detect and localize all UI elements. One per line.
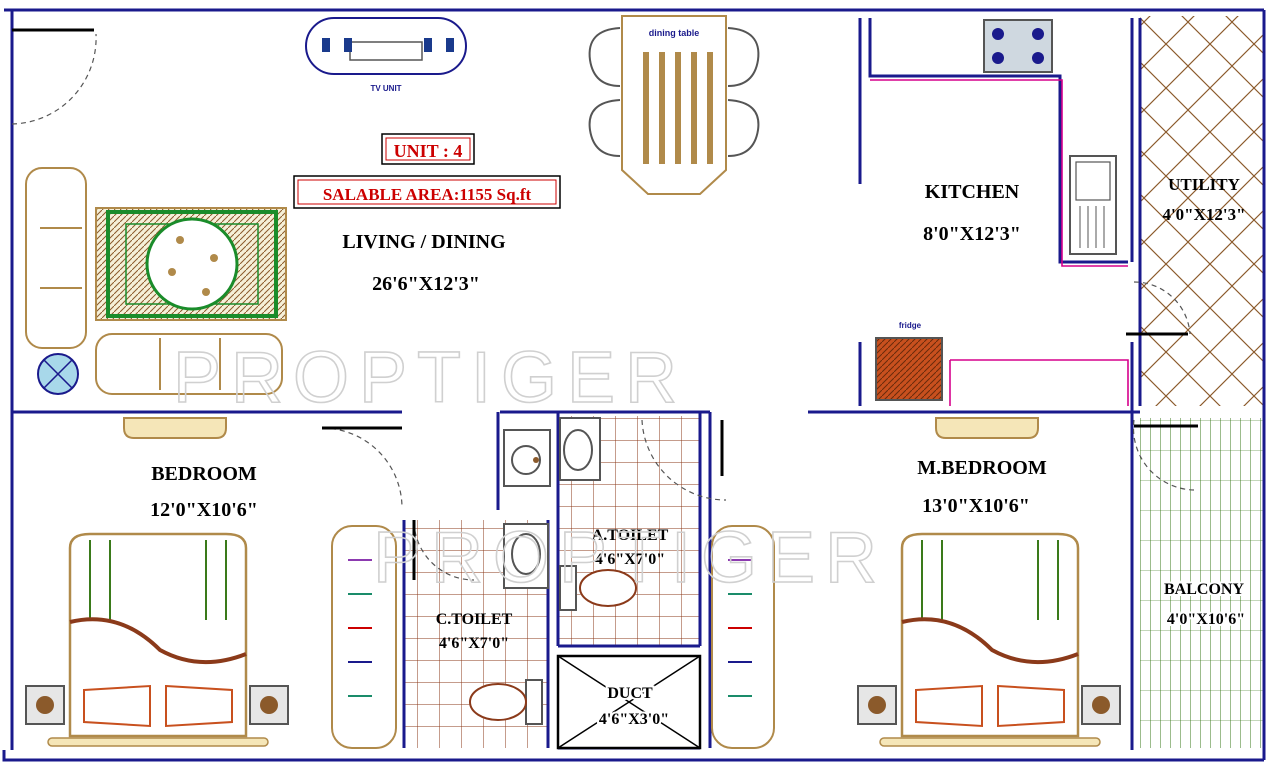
- tv-unit: TV UNIT: [305, 17, 467, 93]
- unit-label: UNIT : 4: [394, 141, 463, 161]
- fridge-label: fridge: [899, 321, 922, 330]
- carpet-rug: [95, 207, 287, 321]
- door-leaves: [12, 28, 1198, 580]
- room-size-mbedroom: 13'0"X10'6": [922, 495, 1030, 517]
- room-size-atoilet: 4'6"X7'0": [595, 551, 665, 568]
- wc-c-toilet: [469, 679, 543, 725]
- room-size-balcony: 4'0"X10'6": [1167, 611, 1245, 628]
- room-size-duct: 4'6"X3'0": [599, 711, 669, 728]
- sofa-set: [25, 167, 283, 395]
- wash-basin-a-toilet: [559, 417, 601, 481]
- fridge: fridge: [875, 321, 943, 401]
- room-size-bedroom: 12'0"X10'6": [150, 499, 258, 521]
- wash-basin-c-toilet: [503, 523, 549, 589]
- room-size-utility: 4'0"X12'3": [1162, 205, 1245, 224]
- side-tables-bedroom: [25, 685, 289, 725]
- room-size-kitchen: 8'0"X12'3": [923, 223, 1021, 245]
- salable-area-box: SALABLE AREA:1155 Sq.ft: [293, 175, 561, 209]
- walls: [2, 8, 1266, 762]
- kitchen-sink: [1069, 155, 1117, 255]
- bed-bedroom: [47, 532, 269, 747]
- room-name-duct: DUCT: [607, 685, 653, 702]
- side-tables-mbedroom: [857, 685, 1121, 725]
- tv-unit-label: TV UNIT: [370, 84, 401, 93]
- bed-mbedroom: [879, 532, 1101, 747]
- room-name-mbedroom: M.BEDROOM: [917, 457, 1047, 479]
- room-name-ctoilet: C.TOILET: [436, 611, 513, 628]
- watermark-2: PROPTIGER: [373, 518, 887, 598]
- room-name-living: LIVING / DINING: [342, 231, 506, 253]
- watermark: PROPTIGER: [173, 338, 687, 418]
- room-size-living: 26'6"X12'3": [372, 273, 480, 295]
- wardrobe-mbedroom: [935, 417, 1039, 439]
- wash-basin-passage: [503, 429, 551, 487]
- hob: [983, 19, 1053, 73]
- utility-floor: [1140, 16, 1264, 406]
- room-name-atoilet: A.TOILET: [592, 527, 669, 544]
- dining-table-label: dining table: [649, 28, 700, 38]
- room-size-ctoilet: 4'6"X7'0": [439, 635, 509, 652]
- salable-area-label: SALABLE AREA:1155 Sq.ft: [323, 185, 532, 204]
- wc-a-toilet: [559, 565, 637, 611]
- room-name-kitchen: KITCHEN: [925, 181, 1020, 203]
- dining-table: dining table: [588, 15, 760, 195]
- wardrobe-side-bedroom: [331, 525, 397, 749]
- kitchen-counter: [870, 79, 1129, 406]
- room-name-balcony: BALCONY: [1164, 581, 1244, 598]
- room-name-utility: UTILITY: [1168, 175, 1240, 194]
- wardrobe-side-mbedroom: [711, 525, 775, 749]
- room-name-bedroom: BEDROOM: [151, 463, 257, 485]
- unit-label-box: UNIT : 4: [381, 133, 475, 165]
- wardrobe-bedroom: [123, 417, 227, 439]
- balcony-floor: [1140, 418, 1264, 748]
- plant-pot: [37, 353, 79, 395]
- duct-shaft: [556, 654, 702, 750]
